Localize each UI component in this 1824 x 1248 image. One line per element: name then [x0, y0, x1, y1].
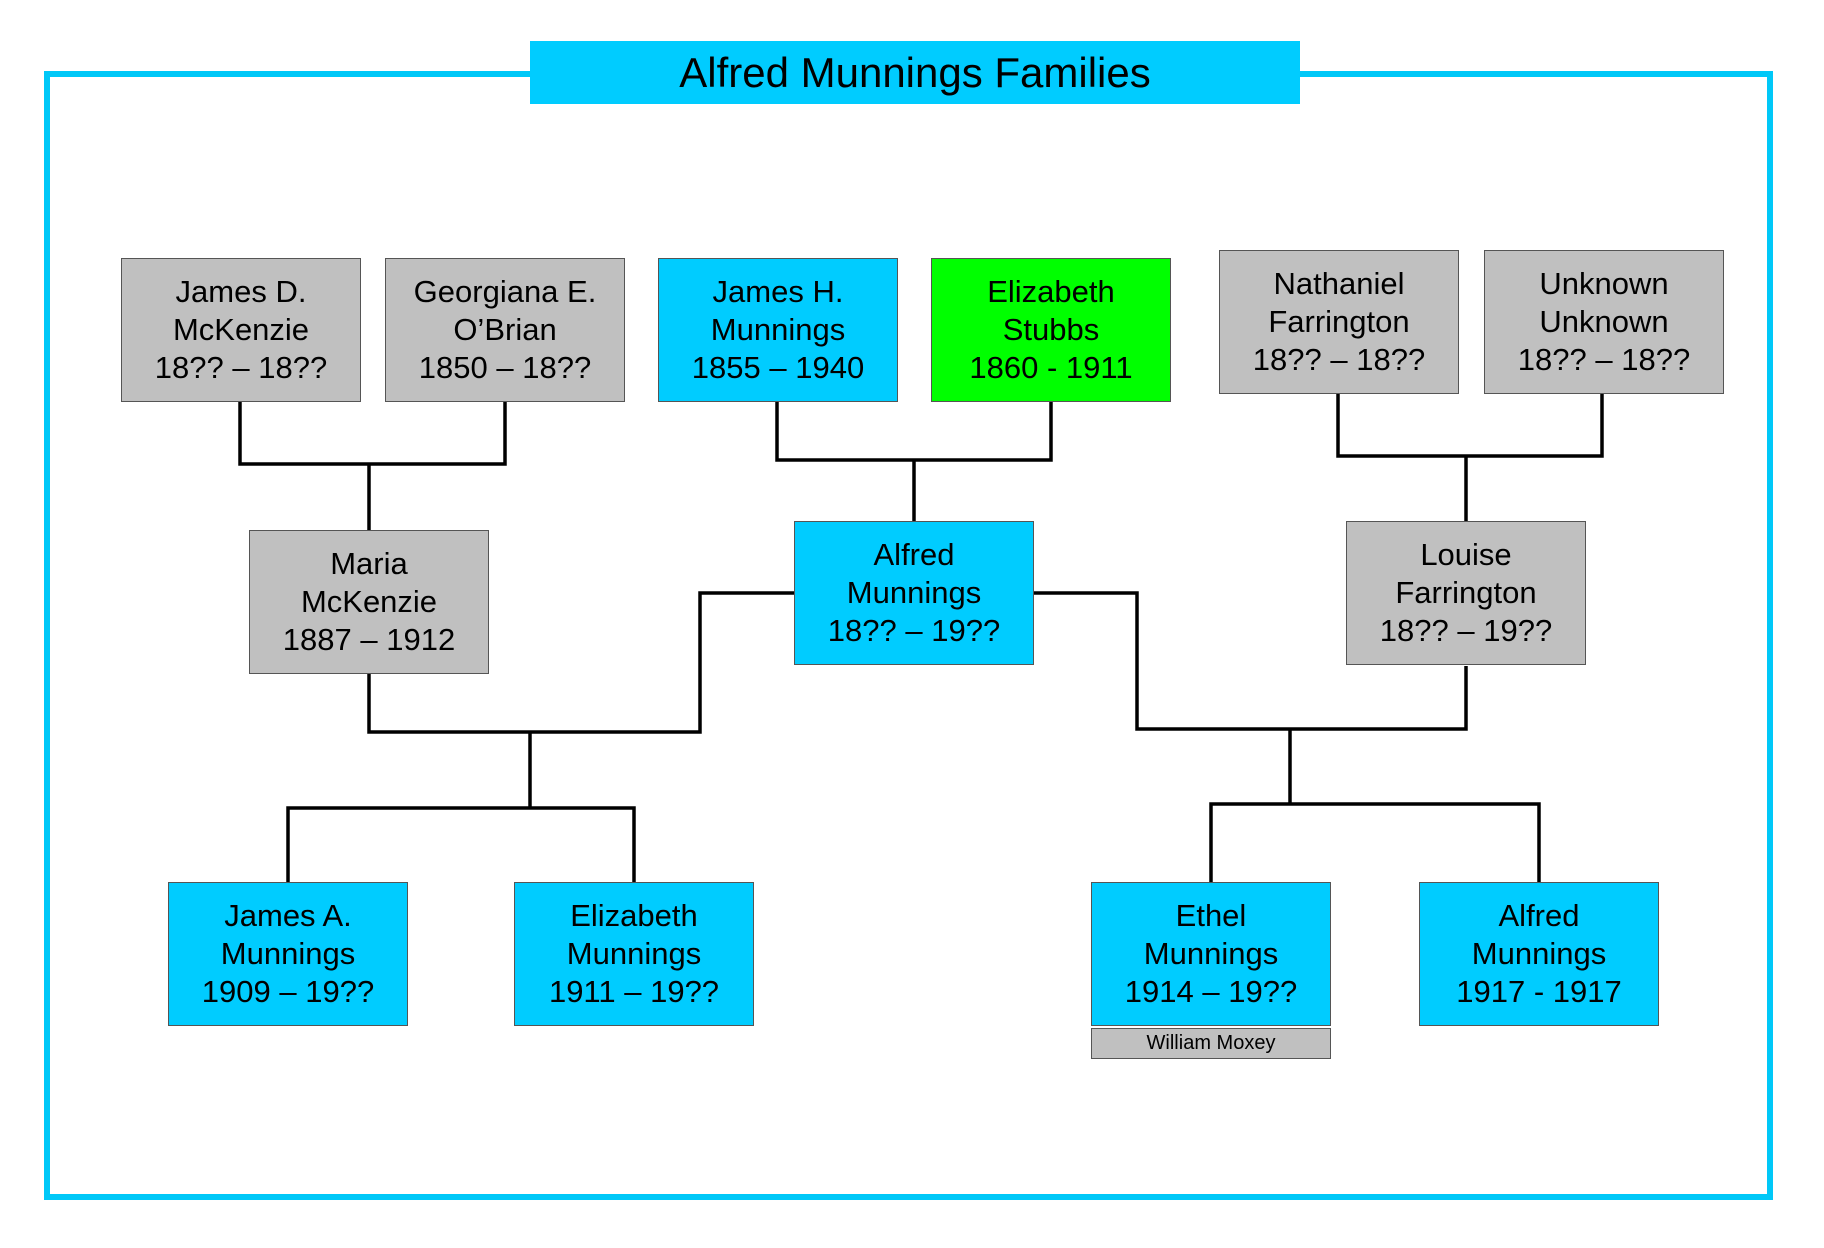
connector-farrington-parents: [1336, 394, 1604, 458]
person-name-first: James H.: [712, 274, 844, 309]
person-name-last: Farrington: [1268, 304, 1410, 339]
person-name-first: Maria: [330, 546, 408, 581]
person-elizabeth-stubbs: Elizabeth Stubbs 1860 - 1911: [931, 258, 1171, 402]
person-name-first: Alfred: [1498, 898, 1580, 933]
person-dates: 1914 – 19??: [1124, 974, 1298, 1009]
person-name-last: O’Brian: [453, 312, 557, 347]
spouse-label-william-moxey: William Moxey: [1091, 1028, 1331, 1059]
person-name-last: Munnings: [566, 936, 702, 971]
person-dates: 1909 – 19??: [201, 974, 375, 1009]
person-ethel-munnings: Ethel Munnings 1914 – 19??: [1091, 882, 1331, 1026]
person-name-last: McKenzie: [300, 584, 438, 619]
person-dates: 1887 – 1912: [282, 622, 456, 657]
person-dates: 1911 – 19??: [548, 974, 720, 1009]
person-name-last: Munnings: [1471, 936, 1607, 971]
person-georgiana-obrian: Georgiana E. O’Brian 1850 – 18??: [385, 258, 625, 402]
connector-alfred-louise: [1034, 591, 1468, 731]
person-name-last: McKenzie: [172, 312, 310, 347]
person-name-first: Georgiana E.: [413, 274, 597, 309]
person-james-h-munnings: James H. Munnings 1855 – 1940: [658, 258, 898, 402]
person-louise-farrington: Louise Farrington 18?? – 19??: [1346, 521, 1586, 665]
person-dates: 1917 - 1917: [1456, 974, 1622, 1009]
person-name-first: Louise: [1420, 537, 1512, 572]
connector-munnings-parents: [775, 402, 1053, 462]
person-dates: 18?? – 18??: [154, 350, 328, 385]
person-name-last: Stubbs: [1002, 312, 1100, 347]
person-dates: 18?? – 19??: [827, 613, 1001, 648]
person-name-first: Elizabeth: [570, 898, 698, 933]
person-elizabeth-munnings: Elizabeth Munnings 1911 – 19??: [514, 882, 754, 1026]
person-name-last: Munnings: [846, 575, 982, 610]
person-name-first: Ethel: [1175, 898, 1247, 933]
person-name-first: James D.: [175, 274, 307, 309]
person-name-first: Alfred: [873, 537, 955, 572]
person-dates: 1860 - 1911: [969, 350, 1133, 385]
person-name-first: Nathaniel: [1273, 266, 1405, 301]
connector-first-family-children: [286, 806, 636, 882]
person-dates: 18?? – 18??: [1517, 342, 1691, 377]
person-name-last: Munnings: [710, 312, 846, 347]
person-name-last: Munnings: [220, 936, 356, 971]
person-name-last: Munnings: [1143, 936, 1279, 971]
person-name-last: Farrington: [1395, 575, 1537, 610]
person-dates: 1850 – 18??: [418, 350, 592, 385]
person-alfred-munnings: Alfred Munnings 18?? – 19??: [794, 521, 1034, 665]
person-unknown-unknown: Unknown Unknown 18?? – 18??: [1484, 250, 1724, 394]
person-name-first: Elizabeth: [987, 274, 1115, 309]
connector-maria-alfred: [367, 591, 794, 734]
person-alfred-munnings-1917: Alfred Munnings 1917 - 1917: [1419, 882, 1659, 1026]
person-name-last: Unknown: [1539, 304, 1669, 339]
connector-mckenzie-parents: [238, 402, 507, 466]
page-title: Alfred Munnings Families: [530, 41, 1300, 104]
person-james-d-mckenzie: James D. McKenzie 18?? – 18??: [121, 258, 361, 402]
person-dates: 1855 – 1940: [691, 350, 865, 385]
person-nathaniel-farrington: Nathaniel Farrington 18?? – 18??: [1219, 250, 1459, 394]
person-maria-mckenzie: Maria McKenzie 1887 – 1912: [249, 530, 489, 674]
person-name-first: James A.: [224, 898, 352, 933]
person-dates: 18?? – 19??: [1379, 613, 1553, 648]
person-dates: 18?? – 18??: [1252, 342, 1426, 377]
person-james-a-munnings: James A. Munnings 1909 – 19??: [168, 882, 408, 1026]
person-name-first: Unknown: [1539, 266, 1669, 301]
connector-second-family-children: [1209, 802, 1541, 882]
